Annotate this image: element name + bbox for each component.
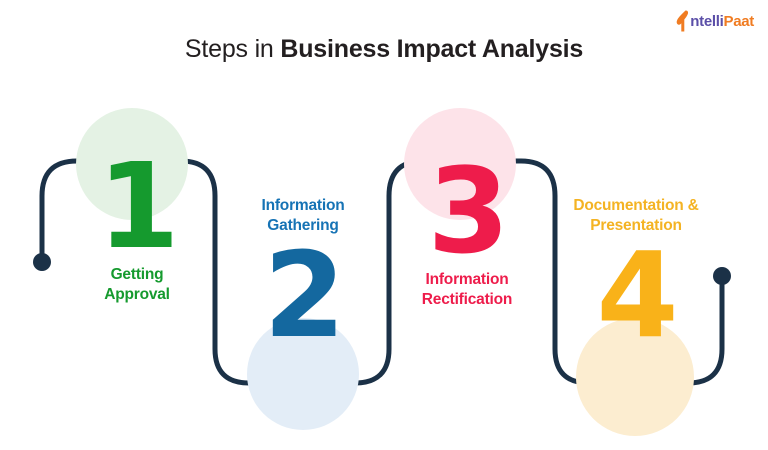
- ribbon-end-dot: [713, 267, 731, 285]
- step-4-blob: [576, 318, 694, 436]
- page-title-light: Steps in: [184, 35, 281, 63]
- step-1-label-line2: Approval: [104, 285, 170, 303]
- step-3-label: Information Rectification: [392, 270, 542, 310]
- step-3-label-line1: Information: [425, 270, 509, 288]
- step-2-label-line2: Gathering: [267, 216, 339, 234]
- step-2-number: 2: [263, 225, 345, 364]
- step-1-number: 1: [97, 137, 179, 275]
- step-1-blob: [76, 108, 188, 220]
- step-4-label-line2: Presentation: [590, 216, 682, 234]
- step-3-blob: [404, 108, 516, 220]
- logo-text-accent: Paat: [723, 12, 755, 30]
- step-4-label-line1: Documentation &: [573, 197, 699, 214]
- step-3-label-line2: Rectification: [421, 290, 513, 308]
- step-2-blob: [247, 318, 359, 430]
- ribbon-line: [39, 158, 725, 386]
- step-2[interactable]: Information Gathering 2: [228, 196, 378, 364]
- step-3-number: 3: [427, 142, 509, 280]
- page-title: Steps in Business Impact Analysis: [0, 34, 768, 64]
- step-4[interactable]: Documentation & Presentation 4: [556, 196, 716, 364]
- logo-mark-icon: [676, 10, 690, 32]
- step-2-label-line1: Information: [261, 197, 345, 214]
- step-3[interactable]: 3 Information Rectification: [392, 142, 542, 310]
- logo-text-primary: ntelli: [690, 12, 724, 30]
- step-1-label: Getting Approval: [62, 265, 212, 305]
- step-1[interactable]: 1 Getting Approval: [62, 137, 212, 305]
- step-2-label: Information Gathering: [228, 196, 378, 236]
- page-title-bold: Business Impact Analysis: [280, 35, 584, 63]
- ribbon-start-dot: [33, 253, 51, 271]
- intellipaat-logo[interactable]: ntelliPaat: [676, 9, 754, 33]
- step-1-label-line1: Getting: [110, 265, 164, 283]
- step-4-number: 4: [596, 225, 678, 364]
- step-4-label: Documentation & Presentation: [556, 196, 716, 236]
